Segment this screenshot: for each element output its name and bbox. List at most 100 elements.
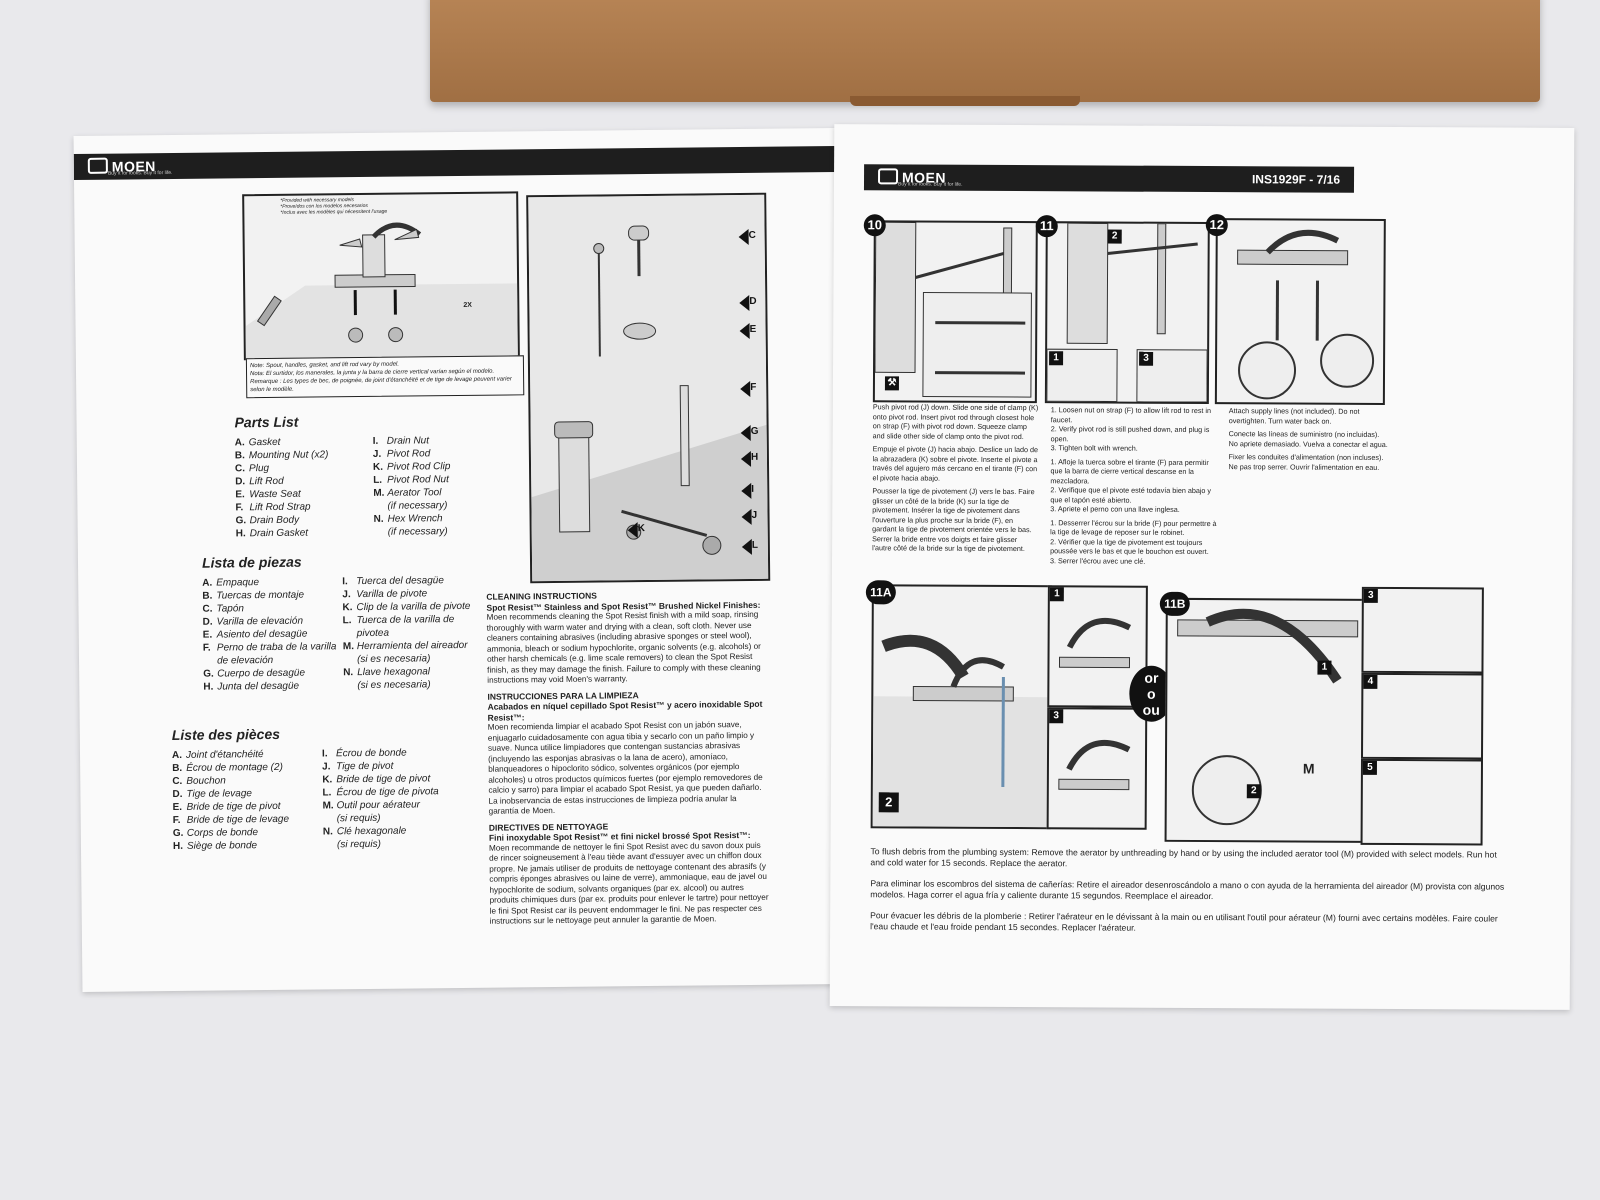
part-row: N.Hex Wrench bbox=[374, 512, 451, 526]
brand-tagline: Buy it for looks. Buy it for life. bbox=[897, 181, 963, 188]
part-name: Drain Gasket bbox=[249, 527, 309, 540]
caption-line: 2. Verify pivot rod is still pushed down… bbox=[1050, 424, 1210, 443]
part-letter: M. bbox=[373, 487, 385, 499]
note-line: Remarque : Les types de bec, de poignée,… bbox=[250, 376, 512, 394]
part-letter: J. bbox=[372, 448, 382, 460]
part-letter: G. bbox=[235, 515, 247, 527]
parts-list-title: Parts List bbox=[234, 413, 299, 431]
part-name: Tuerca del desagüe bbox=[356, 575, 444, 588]
caption-line: 2. Vérifier que la tige de pivotement es… bbox=[1050, 536, 1209, 557]
parts-list-title: Liste des pièces bbox=[171, 725, 281, 744]
cleaning-body-es: Moen recomienda limpiar el acabado Spot … bbox=[487, 720, 763, 816]
caption-fr: Fixer les conduites d'alimentation (non … bbox=[1228, 452, 1384, 472]
part-name: Bride de tige de levage bbox=[186, 813, 290, 826]
substep-2: 2 bbox=[1246, 784, 1261, 799]
part-row: I.Drain Nut bbox=[373, 434, 450, 448]
caption-line: 1. Afloje la tuerca sobre el tirante (F)… bbox=[1050, 456, 1209, 485]
part-letter: J. bbox=[322, 761, 331, 773]
part-name: Herramienta del aireador bbox=[356, 639, 468, 653]
part-row: F.Perno de traba de la varilla bbox=[203, 640, 337, 654]
step-12-diagram bbox=[1214, 218, 1386, 405]
part-letter: M. bbox=[342, 641, 355, 653]
part-row: M.Herramienta del aireador bbox=[343, 639, 471, 653]
part-name: (if necessary) bbox=[387, 500, 448, 512]
aerator-tool-drawing bbox=[1177, 608, 1359, 826]
aerator-remove-drawing bbox=[1058, 617, 1132, 669]
part-row: L.Pivot Rod Nut bbox=[373, 473, 450, 487]
part-label-g: G bbox=[740, 424, 759, 442]
part-letter: N. bbox=[373, 513, 384, 525]
part-name: Drain Body bbox=[249, 514, 300, 527]
part-letter: F. bbox=[202, 642, 211, 654]
part-name: Pivot Rod Clip bbox=[386, 461, 451, 473]
part-row: N.Llave hexagonal bbox=[343, 665, 471, 679]
part-name: Écrou de bonde bbox=[335, 747, 407, 760]
caption-line: 3. Tighten bolt with wrench. bbox=[1050, 443, 1138, 453]
part-name: (if necessary) bbox=[387, 526, 448, 538]
part-name: Pivot Rod bbox=[386, 448, 431, 460]
part-row: F. Lift Rod Strap bbox=[235, 500, 329, 514]
part-letter: B. bbox=[172, 762, 183, 775]
part-letter: D. bbox=[172, 788, 183, 801]
part-name: Lift Rod Strap bbox=[249, 501, 311, 514]
label-text: G bbox=[750, 425, 759, 437]
step-11a-sub1: 1 bbox=[1047, 585, 1148, 708]
part-name: Clip de la varilla de pivote bbox=[356, 600, 471, 614]
step-10-caption: Push pivot rod (J) down. Slide one side … bbox=[872, 402, 1039, 557]
part-name: Tapón bbox=[216, 603, 244, 615]
part-letter: K. bbox=[342, 602, 353, 614]
part-row: M.Outil pour aérateur bbox=[322, 798, 438, 812]
step-11b-sub3: 3 bbox=[1361, 586, 1484, 674]
part-row: F.Bride de tige de levage bbox=[173, 813, 289, 827]
step-11a-badge: 11A bbox=[865, 580, 896, 605]
aerator-replace-drawing bbox=[1058, 739, 1131, 791]
cardboard-box bbox=[430, 0, 1540, 106]
part-letter: E. bbox=[202, 629, 213, 641]
part-row: C.Bouchon bbox=[172, 774, 288, 788]
header-bar: MOEN Buy it for looks. Buy it for life. bbox=[73, 146, 836, 181]
header-bar: MOEN Buy it for looks. Buy it for life. … bbox=[863, 164, 1355, 193]
step-12-badge: 12 bbox=[1205, 214, 1228, 237]
part-letter: J. bbox=[342, 589, 351, 601]
step-12-caption: Attach supply lines (not included). Do n… bbox=[1228, 406, 1388, 476]
part-letter: N. bbox=[322, 826, 333, 838]
part-row: E.Waste Seat bbox=[235, 487, 329, 501]
part-label-j: J bbox=[741, 508, 757, 526]
faucet-drawing bbox=[245, 222, 518, 359]
part-name: Pivot Rod Nut bbox=[387, 474, 449, 486]
part-letter: F. bbox=[235, 502, 244, 514]
flush-fr: Pour évacuer les débris de la plomberie … bbox=[870, 910, 1498, 933]
caption-es: Empuje el pivote (J) hacia abajo. Deslic… bbox=[872, 444, 1039, 483]
part-row: J.Tige de pivot bbox=[322, 759, 438, 773]
part-row: (si es necesaria) bbox=[343, 678, 471, 692]
part-name: Junta del desagüe bbox=[217, 680, 300, 693]
label-text: J bbox=[751, 509, 758, 521]
part-name: (si requis) bbox=[336, 838, 381, 851]
part-name: Asiento del desagüe bbox=[216, 628, 308, 641]
part-name: Tige de levage bbox=[186, 788, 253, 800]
part-row: L.Écrou de tige de pivota bbox=[322, 785, 438, 799]
part-label-f: F bbox=[740, 380, 756, 398]
part-name: pivotea bbox=[356, 627, 390, 640]
part-letter: H. bbox=[172, 840, 184, 853]
label-text: C bbox=[748, 229, 756, 241]
part-name: Tuerca de la varilla de bbox=[356, 614, 455, 627]
part-name: Aerator Tool bbox=[387, 487, 442, 499]
substep-5: 5 bbox=[1362, 760, 1377, 775]
caption-en: Push pivot rod (J) down. Slide one side … bbox=[872, 402, 1039, 441]
part-name: Lift Rod bbox=[249, 475, 284, 488]
part-name: Llave hexagonal bbox=[357, 666, 431, 679]
part-letter: C. bbox=[234, 463, 246, 475]
part-name: de elevación bbox=[216, 654, 274, 667]
part-label-k: K bbox=[627, 522, 645, 539]
strap-tighten-drawing bbox=[1046, 223, 1208, 403]
brand-tagline: Buy it for looks. Buy it for life. bbox=[107, 169, 173, 177]
moen-mark-icon bbox=[87, 157, 108, 174]
part-name: Bouchon bbox=[186, 775, 226, 787]
substep-2: 2 bbox=[1107, 229, 1122, 244]
